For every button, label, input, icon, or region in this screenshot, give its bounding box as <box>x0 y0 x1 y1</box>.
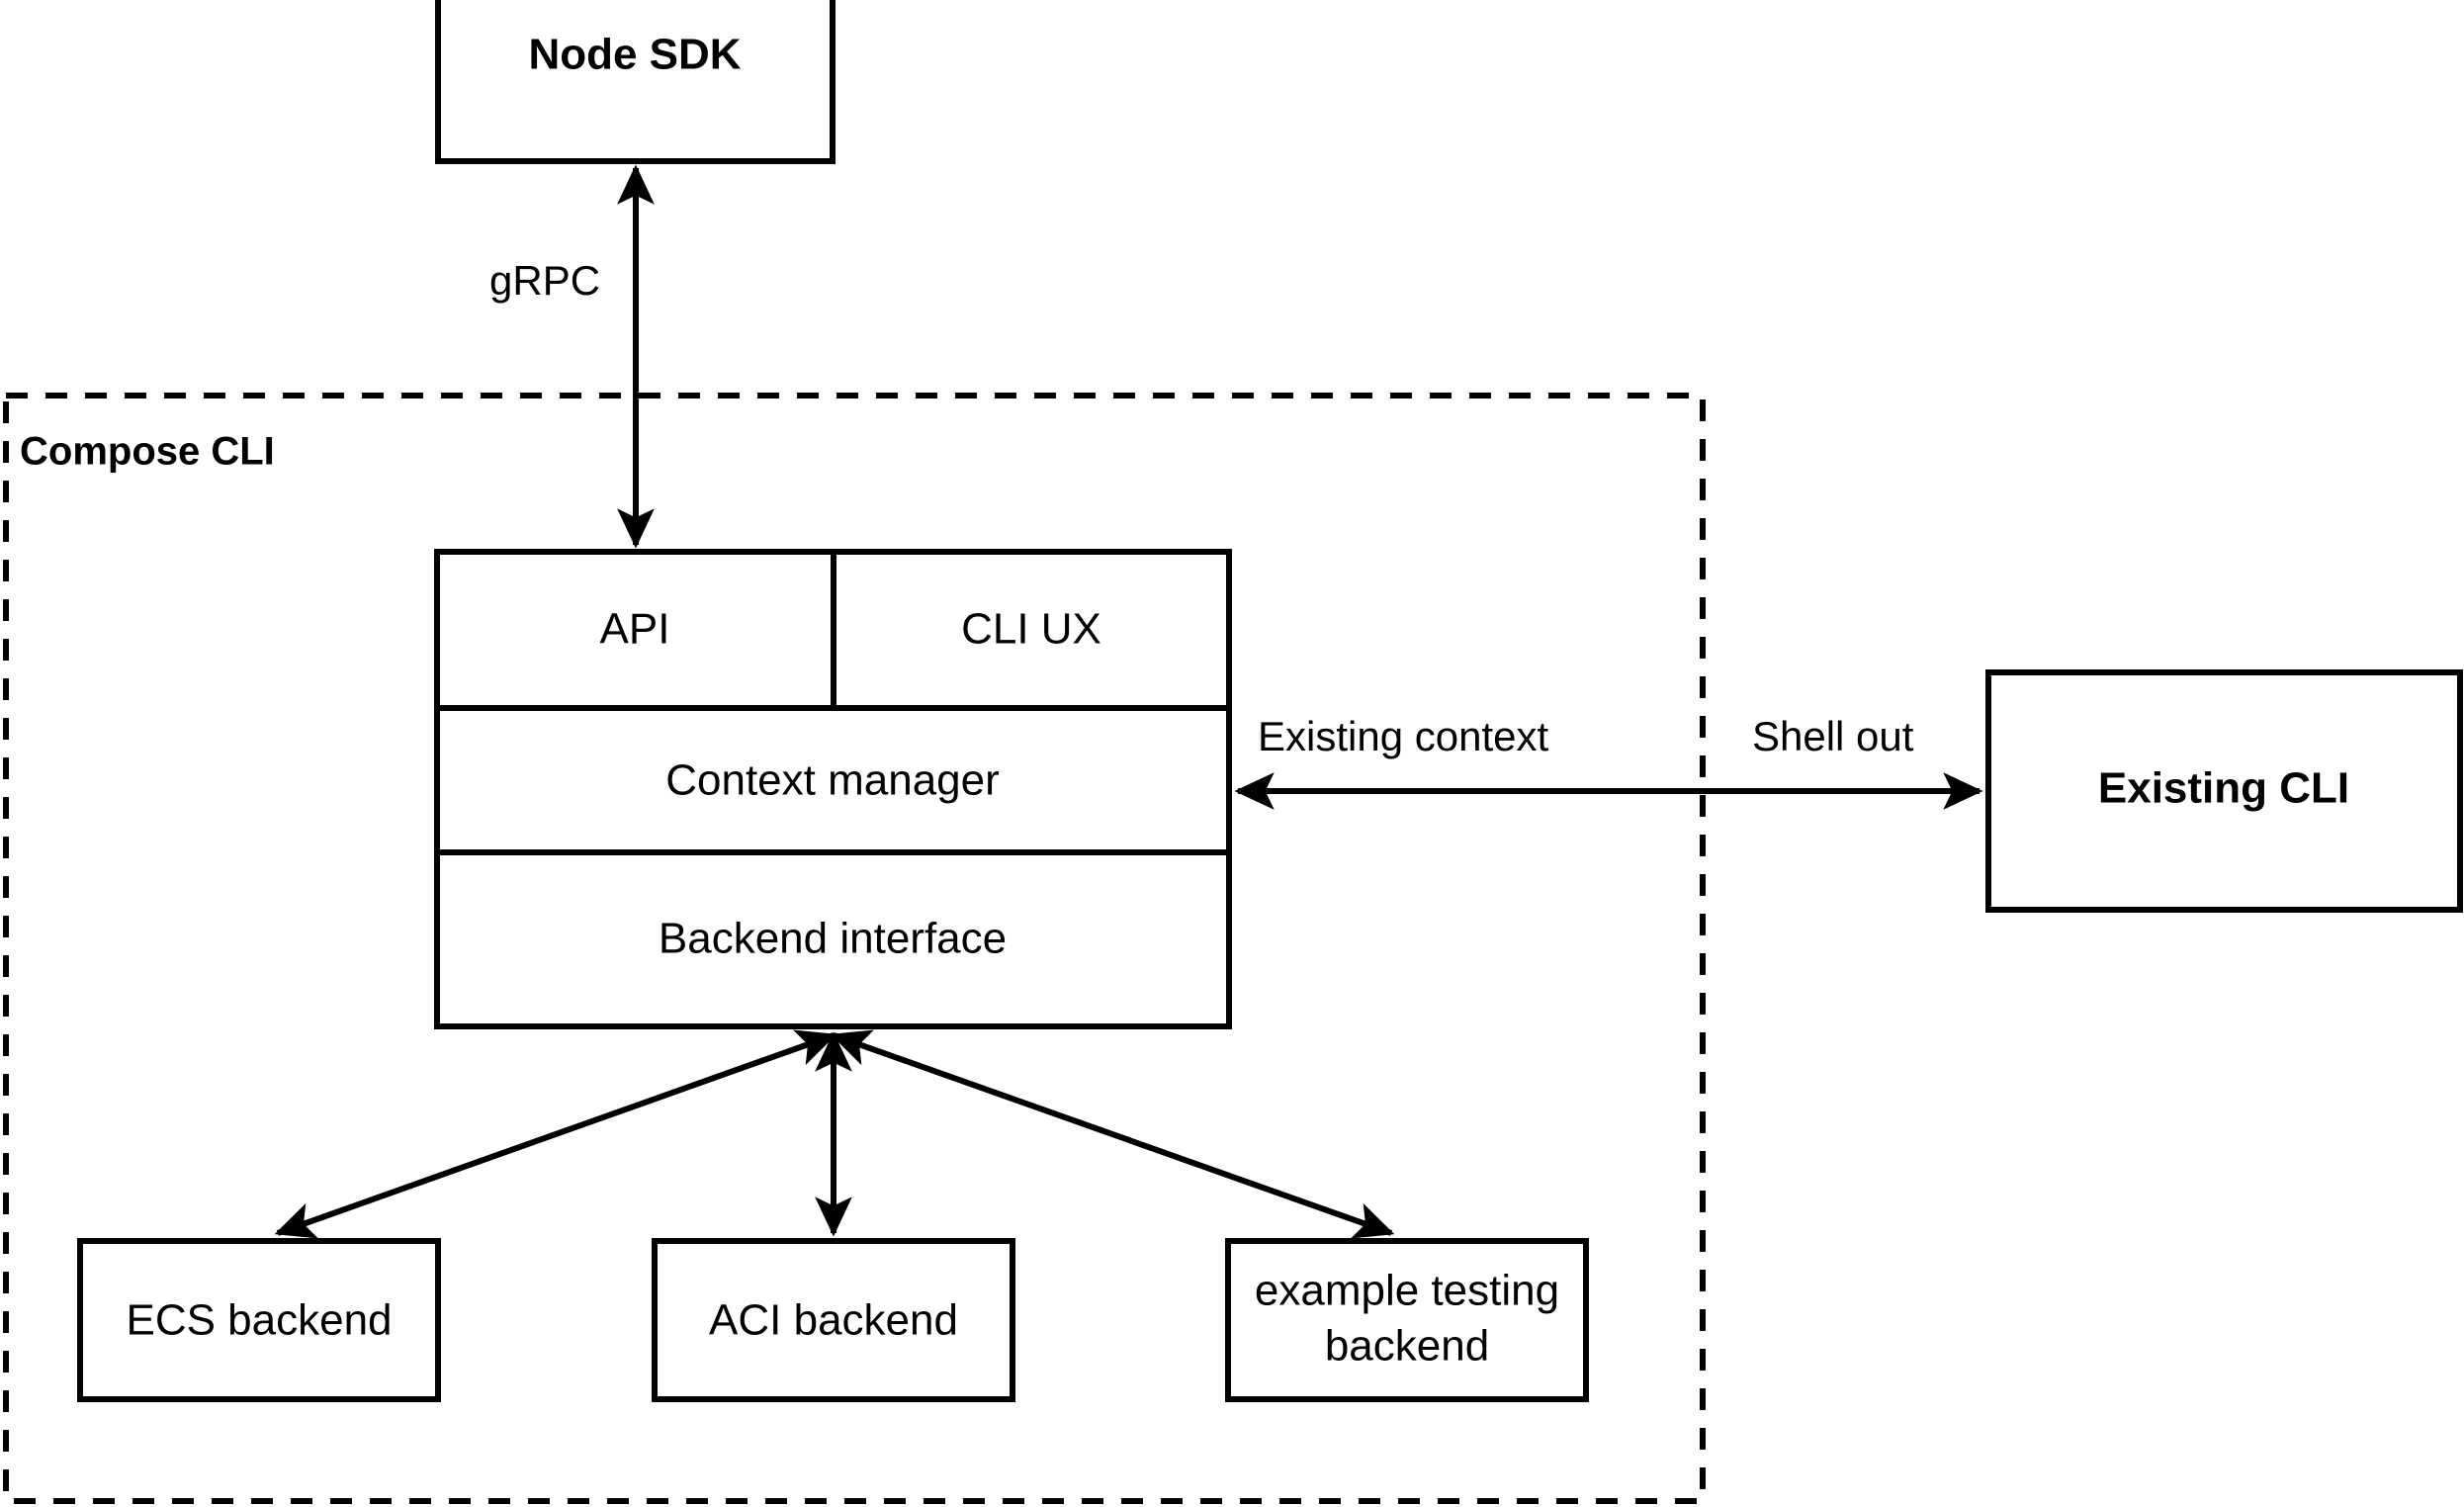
edge-to-ecs-backend <box>274 1029 837 1239</box>
ecs-backend-label: ECS backend <box>126 1296 392 1345</box>
edge-existing-context-label: Existing context <box>1258 713 1548 759</box>
edge-shell-out-label: Shell out <box>1752 713 1914 759</box>
node-sdk-box <box>435 0 836 164</box>
example-testing-backend-label-line1: example testing <box>1255 1267 1559 1315</box>
backend-interface-label: Backend interface <box>659 915 1007 963</box>
cli-ux-label: CLI UX <box>961 605 1101 654</box>
example-testing-backend-label-line2: backend <box>1325 1322 1489 1371</box>
existing-cli-label: Existing CLI <box>2098 764 2349 813</box>
group-compose-cli-label: Compose CLI <box>20 430 275 474</box>
example-testing-backend-box <box>1225 1238 1589 1402</box>
edge-to-example-testing-backend <box>830 1029 1395 1239</box>
aci-backend-label: ACI backend <box>709 1296 958 1345</box>
compose-cli-stack <box>434 549 1232 1029</box>
edge-grpc-label: gRPC <box>489 257 600 304</box>
group-compose-cli <box>3 393 1706 1504</box>
api-label: API <box>600 605 670 654</box>
aci-backend-box <box>652 1238 1015 1402</box>
node-sdk-label: Node SDK <box>528 31 741 79</box>
existing-cli-box <box>1985 669 2463 913</box>
ecs-backend-box <box>77 1238 441 1402</box>
context-manager-label: Context manager <box>665 756 1000 805</box>
